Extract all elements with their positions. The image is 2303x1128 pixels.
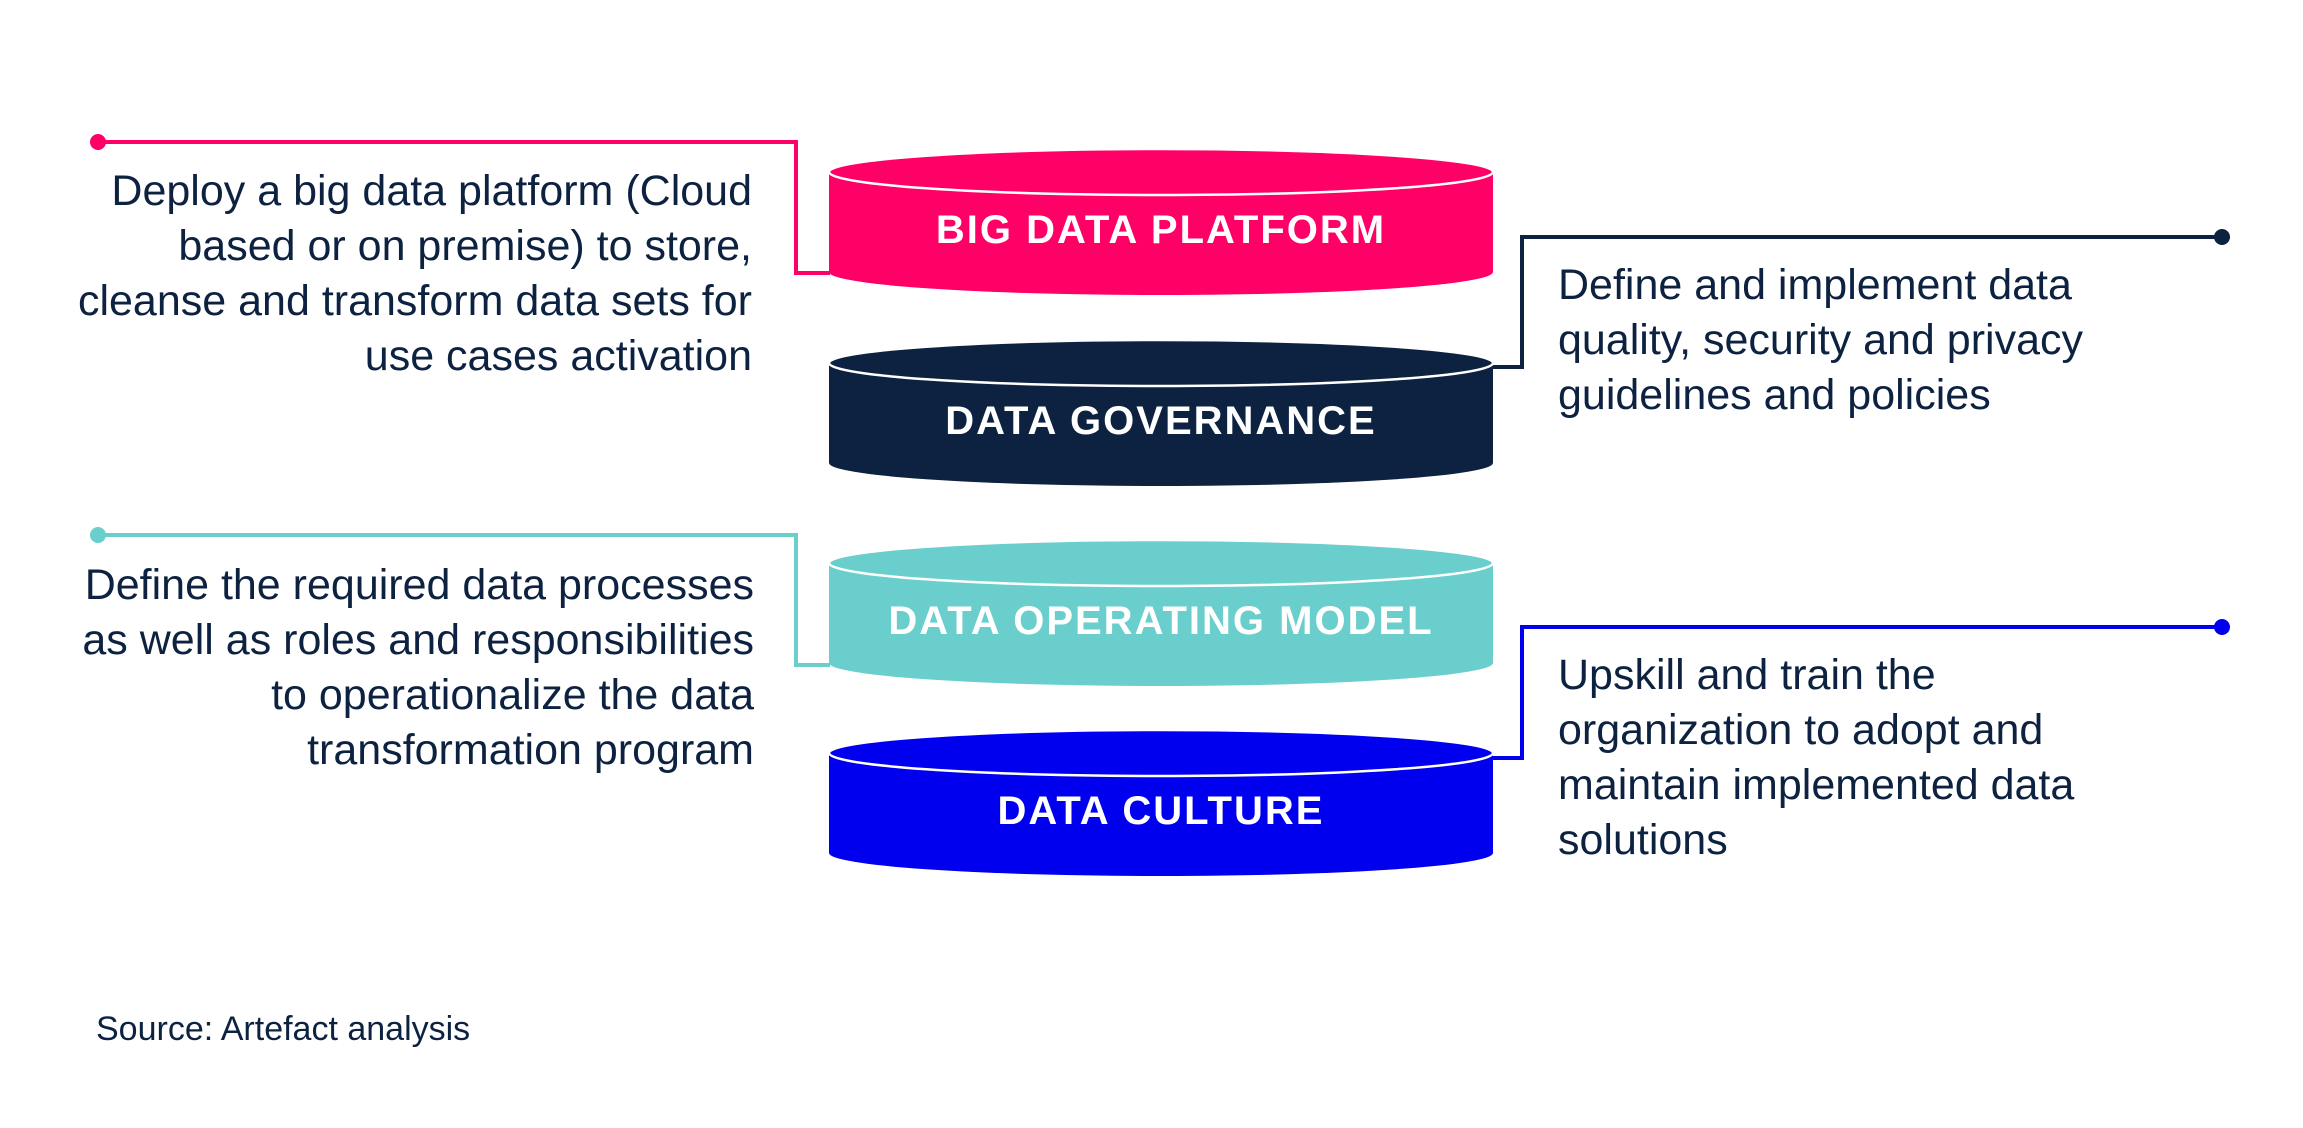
connector-line-big-data-platform [98,140,830,275]
cylinder-data-operating-model: DATA OPERATING MODEL [827,538,1495,686]
description-data-operating-model: Define the required data processes as we… [82,561,754,774]
cylinder-top-data-culture [827,728,1495,778]
connector-line-data-culture [1493,625,2222,760]
connector-data-culture [1493,619,2230,760]
cylinder-stack: BIG DATA PLATFORM DATA GOVERNANCE DATA OPE… [827,147,1495,876]
connector-dot-data-governance [2214,229,2230,245]
cylinder-label-big-data-platform: BIG DATA PLATFORM [936,208,1386,252]
cylinder-label-data-culture: DATA CULTURE [998,789,1325,833]
description-data-culture: Upskill and train the organization to ad… [1558,651,2075,864]
connector-dot-data-culture [2214,619,2230,635]
cylinder-data-culture: DATA CULTURE [827,728,1495,876]
source-note: Source: Artefact analysis [96,1010,471,1048]
description-data-governance: Define and implement data quality, secur… [1558,261,2083,419]
cylinder-body-big-data-platform [829,172,1493,295]
cylinder-body-data-governance [829,363,1493,486]
connector-big-data-platform [90,134,830,275]
cylinder-big-data-platform: BIG DATA PLATFORM [827,147,1495,295]
cylinder-label-data-operating-model: DATA OPERATING MODEL [888,599,1433,643]
connector-line-data-operating-model [98,533,830,667]
cylinder-data-governance: DATA GOVERNANCE [827,338,1495,486]
connector-line-data-governance [1493,235,2222,369]
cylinder-body-data-operating-model [829,563,1493,686]
connector-data-operating-model [90,527,830,667]
cylinder-label-data-governance: DATA GOVERNANCE [945,399,1376,443]
connector-dot-big-data-platform [90,134,106,150]
cylinder-top-big-data-platform [827,147,1495,197]
cylinder-top-data-operating-model [827,538,1495,588]
connector-data-governance [1493,229,2230,369]
description-big-data-platform: Deploy a big data platform (Cloud based … [77,167,752,380]
cylinder-body-data-culture [829,753,1493,876]
connector-dot-data-operating-model [90,527,106,543]
cylinder-top-data-governance [827,338,1495,388]
